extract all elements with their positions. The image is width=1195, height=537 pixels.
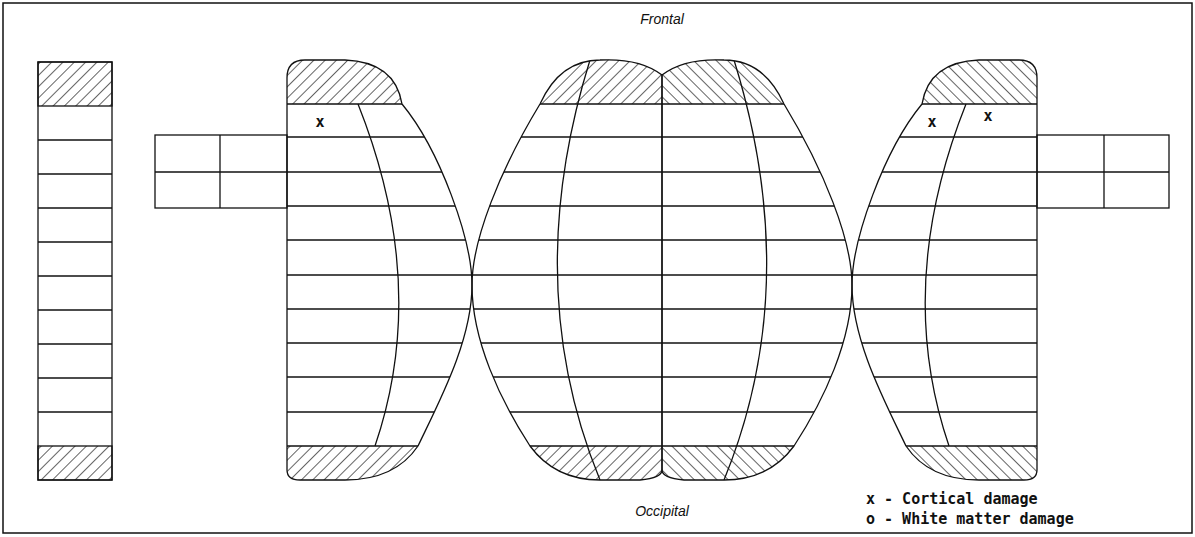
region-label: Occipital (635, 504, 689, 519)
region-label: Frontal (640, 12, 684, 27)
legend-entry: o - White matter damage (866, 511, 1074, 528)
legend-text: o - White matter damage (866, 510, 1074, 528)
legend-text: x - Cortical damage (866, 490, 1038, 508)
damage-marker: x (315, 114, 324, 131)
damage-marker: x (927, 114, 936, 131)
legend-entry: x - Cortical damage (866, 491, 1038, 508)
damage-marker: x (983, 108, 992, 125)
